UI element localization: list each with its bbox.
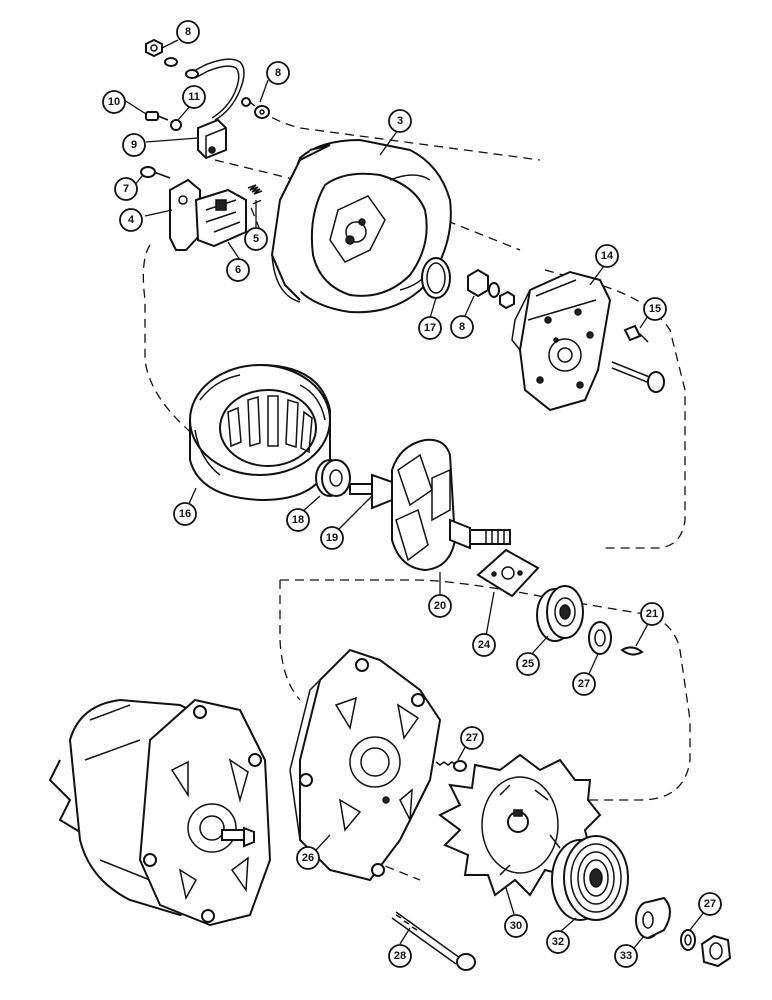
callout-18: 18 [286, 508, 310, 532]
callout-5: 5 [244, 227, 268, 251]
o-ring-17 [421, 257, 451, 299]
svg-text:26: 26 [302, 852, 314, 864]
washer-27a [588, 621, 612, 655]
svg-text:32: 32 [552, 936, 564, 948]
callout-19: 19 [320, 526, 344, 550]
nut-8b [241, 97, 270, 119]
callout-16: 16 [173, 502, 197, 526]
callout-26: 26 [296, 846, 320, 870]
callout-6: 6 [226, 258, 250, 282]
screw-10 [145, 111, 182, 131]
svg-text:27: 27 [578, 678, 590, 690]
callout-32: 32 [546, 930, 570, 954]
pulley-32 [551, 835, 629, 921]
svg-text:10: 10 [108, 96, 120, 108]
rear-housing-3 [270, 138, 452, 314]
callout-11: 11 [182, 85, 206, 109]
callout-30: 30 [504, 914, 528, 938]
svg-text:8: 8 [459, 321, 465, 333]
svg-text:19: 19 [326, 532, 338, 544]
screw-7 [140, 166, 171, 179]
svg-text:4: 4 [128, 214, 135, 226]
svg-text:24: 24 [478, 639, 491, 651]
svg-text:7: 7 [123, 183, 129, 195]
svg-text:9: 9 [131, 139, 137, 151]
svg-text:28: 28 [394, 950, 406, 962]
svg-text:27: 27 [704, 898, 716, 910]
callout-7: 7 [114, 177, 138, 201]
spacer-33 [635, 896, 671, 939]
nut-8a [145, 38, 178, 67]
callout-24: 24 [472, 633, 496, 657]
rotor-20 [349, 438, 511, 572]
nut-8c [467, 268, 515, 310]
regulator-wire-lead [185, 58, 245, 121]
callout-17: 17 [418, 316, 442, 340]
svg-text:18: 18 [292, 514, 304, 526]
callout-28: 28 [388, 944, 412, 968]
retainer-plate-24 [476, 548, 540, 598]
callout-21: 21 [640, 602, 664, 626]
pulley-nut [700, 934, 732, 968]
callout-3: 3 [388, 109, 412, 133]
callout-14: 14 [595, 244, 619, 268]
front-housing-26 [289, 648, 442, 882]
screw-15 [623, 324, 649, 343]
callout-8-upper: 8 [266, 61, 290, 85]
svg-text:11: 11 [188, 91, 200, 103]
svg-text:20: 20 [434, 600, 446, 612]
callout-33: 33 [614, 944, 638, 968]
callout-9: 9 [122, 133, 146, 157]
callout-25: 25 [516, 652, 540, 676]
callout-15: 15 [643, 297, 667, 321]
svg-text:15: 15 [649, 303, 661, 315]
callout-27-washer: 27 [572, 672, 596, 696]
svg-text:25: 25 [522, 658, 534, 670]
svg-text:33: 33 [620, 950, 632, 962]
callout-8-mid: 8 [450, 315, 474, 339]
stator-16 [189, 363, 331, 502]
callout-20: 20 [428, 594, 452, 618]
through-bolt-28 [391, 911, 476, 971]
spring-5 [247, 184, 263, 228]
long-bolt [611, 361, 665, 393]
callout-27-nut: 27 [698, 892, 722, 916]
svg-text:16: 16 [179, 508, 191, 520]
connector-9 [197, 118, 227, 160]
woodruff-key-21 [620, 646, 644, 656]
svg-text:8: 8 [275, 67, 281, 79]
rectifier-14 [511, 270, 612, 412]
svg-text:8: 8 [185, 26, 191, 38]
bearing-18 [315, 459, 351, 497]
screw-27 [435, 760, 467, 772]
washer-27c [680, 929, 696, 951]
svg-text:3: 3 [397, 115, 403, 127]
callout-4: 4 [119, 208, 143, 232]
svg-text:14: 14 [601, 250, 614, 262]
brush-holder-4 [169, 178, 247, 251]
assembled-alternator [48, 698, 272, 927]
bearing-25 [536, 585, 584, 642]
callout-27-screw: 27 [460, 726, 484, 750]
svg-text:27: 27 [466, 732, 478, 744]
svg-text:17: 17 [424, 322, 436, 334]
svg-text:5: 5 [253, 233, 259, 245]
callout-10: 10 [102, 90, 126, 114]
svg-text:30: 30 [510, 920, 522, 932]
svg-text:6: 6 [235, 264, 241, 276]
callout-8-top: 8 [176, 20, 200, 44]
leader-lines [123, 39, 705, 949]
svg-text:21: 21 [646, 608, 658, 620]
